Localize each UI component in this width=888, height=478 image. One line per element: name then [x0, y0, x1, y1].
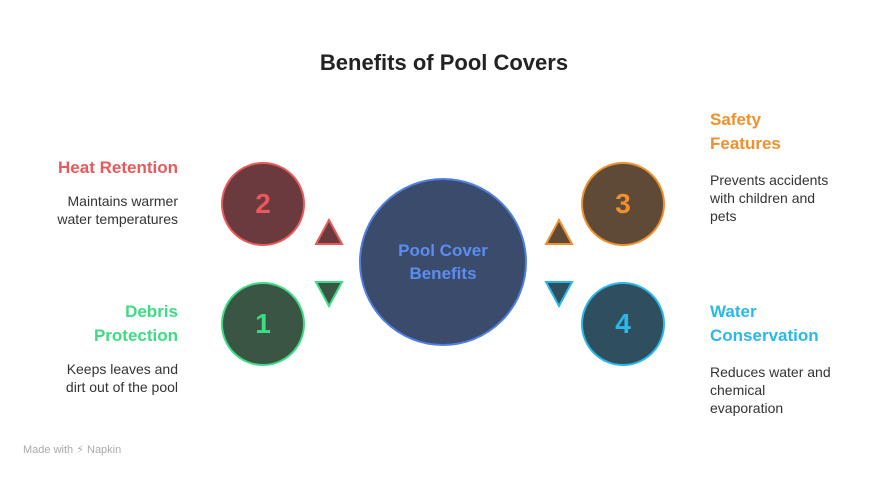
number-circle-1: 1 [221, 282, 305, 366]
center-circle: Pool Cover Benefits [359, 178, 527, 346]
number-circle-2: 2 [221, 162, 305, 246]
center-label-line-1: Pool Cover [398, 241, 488, 260]
description-water-conservation: Reduces water and chemical evaporation [710, 364, 831, 416]
description-safety-features: Prevents accidents with children and pet… [710, 172, 829, 224]
number-label: 4 [615, 308, 631, 339]
footer-attribution: Made with ⚡ Napkin [23, 443, 121, 456]
footer-brand: Napkin [87, 444, 122, 456]
number-circle-3: 3 [581, 162, 665, 246]
number-label: 2 [255, 188, 271, 219]
arrow-down-icon [314, 281, 344, 308]
number-label: 3 [615, 188, 631, 219]
heading-heat-retention: Heat Retention [58, 158, 178, 177]
napkin-logo-icon: ⚡ [76, 444, 84, 456]
center-label-line-2: Benefits [409, 264, 477, 283]
arrow-up-icon [314, 218, 344, 245]
heading-debris-protection: Debris Protection [93, 302, 178, 345]
heading-water-conservation: Water Conservation [710, 302, 819, 345]
heading-safety-features: Safety Features [710, 110, 781, 153]
arrow-up-icon [544, 218, 574, 245]
arrow-down-icon [544, 281, 574, 308]
number-label: 1 [255, 308, 271, 339]
description-debris-protection: Keeps leaves and dirt out of the pool [65, 361, 178, 395]
number-circle-4: 4 [581, 282, 665, 366]
diagram-title: Benefits of Pool Covers [319, 50, 569, 75]
description-heat-retention: Maintains warmer water temperatures [57, 193, 178, 227]
footer-text: Made with [23, 444, 74, 456]
